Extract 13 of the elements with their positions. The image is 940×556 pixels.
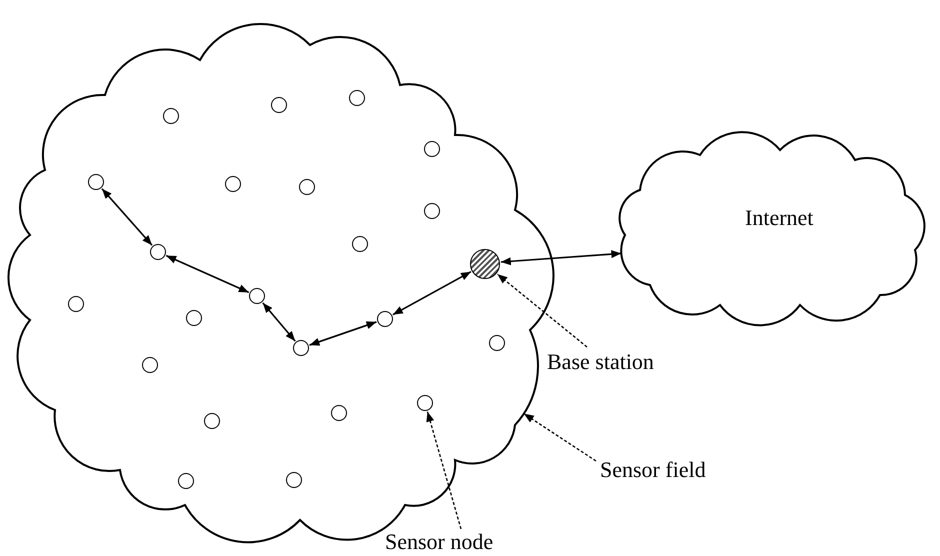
double-arrow — [500, 250, 622, 266]
leader-line — [524, 413, 596, 462]
double-arrow — [262, 302, 296, 342]
double-arrow — [309, 321, 377, 346]
cloud-label: Internet — [745, 206, 814, 230]
callout-label: Sensor field — [600, 458, 706, 482]
callout-label: Base station — [547, 350, 654, 374]
leader-line — [426, 411, 462, 530]
double-arrow — [101, 188, 153, 246]
leader-line — [497, 274, 588, 348]
double-arrow — [392, 271, 472, 316]
double-arrow — [166, 254, 250, 294]
callout-label: Sensor node — [385, 530, 494, 554]
